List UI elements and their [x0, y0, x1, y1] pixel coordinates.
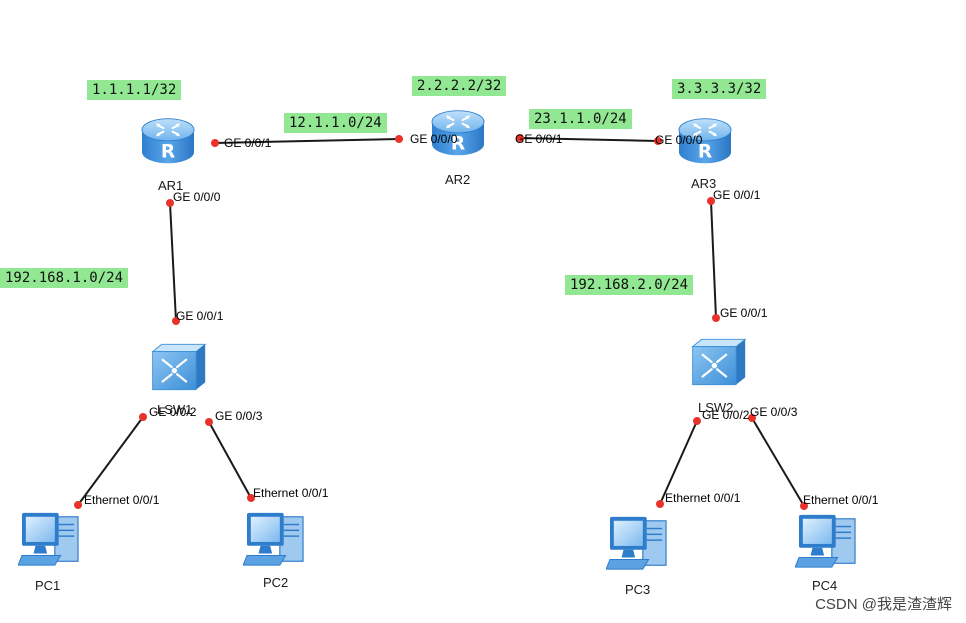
- switch-icon[interactable]: [151, 343, 207, 391]
- subnet-label-lo-ar1: 1.1.1.1/32: [87, 80, 182, 100]
- link-lsw2-pc4: [751, 417, 805, 507]
- port-dot-lsw1: [172, 317, 180, 325]
- link-ar2-ar3: [519, 137, 659, 142]
- device-label-pc1: PC1: [35, 578, 61, 593]
- port-label-ar1: GE 0/0/1: [224, 136, 272, 150]
- links-layer: [77, 137, 805, 507]
- port-label-lsw2: GE 0/0/2: [702, 408, 750, 422]
- device-label-lsw2: LSW2: [698, 400, 734, 415]
- device-label-pc4: PC4: [812, 578, 838, 593]
- port-dot-lsw1: [205, 418, 213, 426]
- link-lsw2-pc3: [659, 420, 698, 505]
- port-label-ar1: GE 0/0/0: [173, 190, 221, 204]
- subnet-label-net-lan2: 192.168.2.0/24: [565, 275, 694, 295]
- link-ar1-lsw1: [169, 202, 177, 322]
- link-lsw1-pc1: [77, 416, 144, 506]
- port-dot-ar3: [707, 197, 715, 205]
- pc-icon[interactable]: [243, 512, 304, 566]
- port-dot-lsw2: [748, 414, 756, 422]
- port-label-ar2: GE 0/0/1: [515, 132, 563, 146]
- port-dot-ar2: [516, 134, 524, 142]
- port-dot-lsw2: [693, 417, 701, 425]
- port-label-ar3: GE 0/0/0: [655, 133, 703, 147]
- device-label-lsw1: LSW1: [157, 402, 193, 417]
- link-ar1-ar2: [214, 138, 400, 144]
- link-lsw1-pc2: [208, 421, 252, 499]
- subnet-label-net-ar2-ar3: 23.1.1.0/24: [529, 109, 632, 129]
- router-icon[interactable]: [140, 117, 196, 165]
- port-label-ar2: GE 0/0/0: [410, 132, 458, 146]
- switch-icon[interactable]: [691, 338, 747, 386]
- device-label-ar3: AR3: [691, 176, 717, 191]
- port-label-lsw1: GE 0/0/3: [215, 409, 263, 423]
- subnet-label-net-ar1-ar2: 12.1.1.0/24: [284, 113, 387, 133]
- device-label-pc3: PC3: [625, 582, 651, 597]
- subnet-label-lo-ar3: 3.3.3.3/32: [672, 79, 767, 99]
- port-dot-ar1: [166, 199, 174, 207]
- link-ar3-lsw2: [710, 200, 717, 319]
- watermark: CSDN @我是渣渣辉: [815, 596, 952, 613]
- port-label-pc1: Ethernet 0/0/1: [84, 493, 160, 507]
- pc-icon[interactable]: [606, 516, 667, 570]
- device-label-ar2: AR2: [445, 172, 471, 187]
- port-label-lsw1: GE 0/0/2: [149, 405, 197, 419]
- port-dot-ar2: [395, 135, 403, 143]
- port-dot-ar1: [211, 139, 219, 147]
- port-label-lsw2: GE 0/0/1: [720, 306, 768, 320]
- port-dots-layer: [74, 134, 808, 510]
- port-label-pc4: Ethernet 0/0/1: [803, 493, 879, 507]
- port-dot-lsw2: [712, 314, 720, 322]
- subnet-label-net-lan1: 192.168.1.0/24: [0, 268, 129, 288]
- port-dot-pc3: [656, 500, 664, 508]
- pc-icon[interactable]: [18, 512, 79, 566]
- device-label-ar1: AR1: [158, 178, 184, 193]
- port-label-pc2: Ethernet 0/0/1: [253, 486, 329, 500]
- port-label-lsw2: GE 0/0/3: [750, 405, 798, 419]
- port-label-lsw1: GE 0/0/1: [176, 309, 224, 323]
- port-dot-pc2: [247, 494, 255, 502]
- port-label-ar3: GE 0/0/1: [713, 188, 761, 202]
- port-dot-pc1: [74, 501, 82, 509]
- pc-icon[interactable]: [795, 514, 856, 568]
- subnet-label-lo-ar2: 2.2.2.2/32: [412, 76, 507, 96]
- port-label-pc3: Ethernet 0/0/1: [665, 491, 741, 505]
- port-dot-pc4: [800, 502, 808, 510]
- device-label-pc2: PC2: [263, 575, 289, 590]
- port-dot-lsw1: [139, 413, 147, 421]
- port-dot-ar3: [654, 137, 662, 145]
